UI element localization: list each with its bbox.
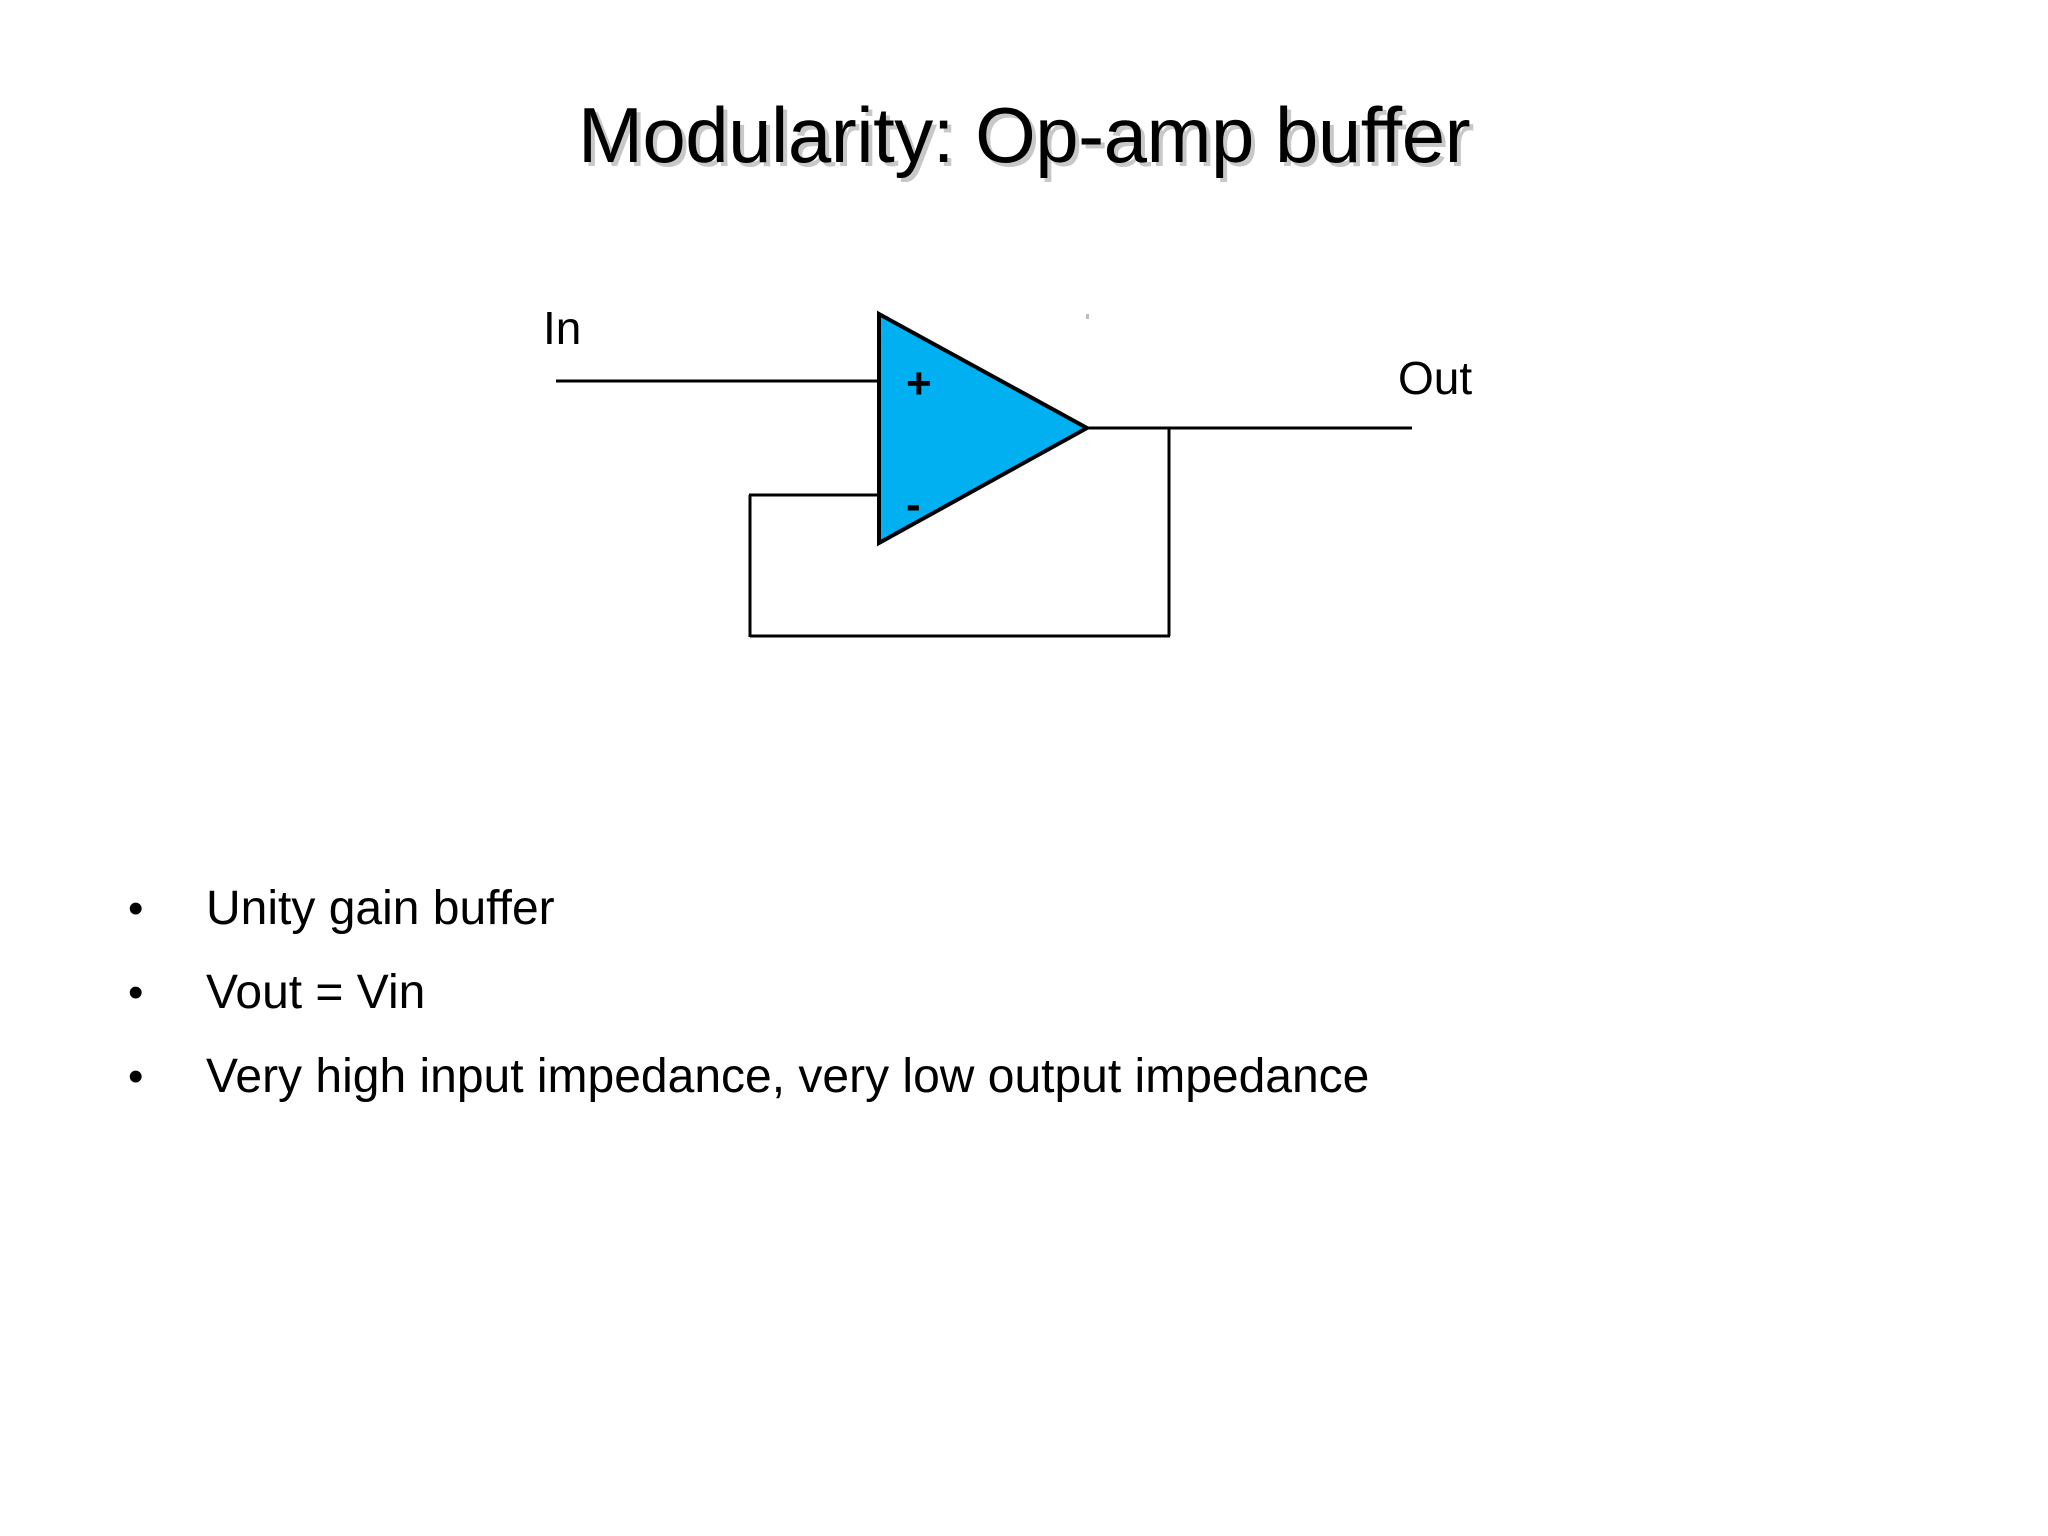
opamp-buffer-diagram: In Out + - bbox=[0, 0, 2048, 700]
bullet-text: Very high input impedance, very low outp… bbox=[206, 1050, 1370, 1103]
inverting-input-minus-icon: - bbox=[906, 480, 921, 529]
scan-artifact-mark bbox=[1086, 314, 1089, 319]
list-item: • Very high input impedance, very low ou… bbox=[118, 1048, 1918, 1106]
bullet-marker-icon: • bbox=[128, 968, 144, 1017]
bullet-marker-icon: • bbox=[128, 884, 144, 933]
bullet-text: Unity gain buffer bbox=[206, 882, 555, 935]
output-label: Out bbox=[1398, 352, 1473, 404]
list-item: • Unity gain buffer bbox=[118, 880, 1918, 938]
bullet-list: • Unity gain buffer • Vout = Vin • Very … bbox=[118, 880, 1918, 1132]
bullet-text: Vout = Vin bbox=[206, 966, 426, 1019]
bullet-marker-icon: • bbox=[128, 1052, 144, 1101]
opamp-triangle bbox=[877, 310, 1092, 547]
list-item: • Vout = Vin bbox=[118, 964, 1918, 1022]
noninverting-input-plus-icon: + bbox=[906, 359, 932, 408]
page-title: Modularity: Op-amp buffer bbox=[577, 91, 1471, 179]
input-label: In bbox=[543, 302, 582, 354]
schematic-svg bbox=[556, 310, 1412, 638]
